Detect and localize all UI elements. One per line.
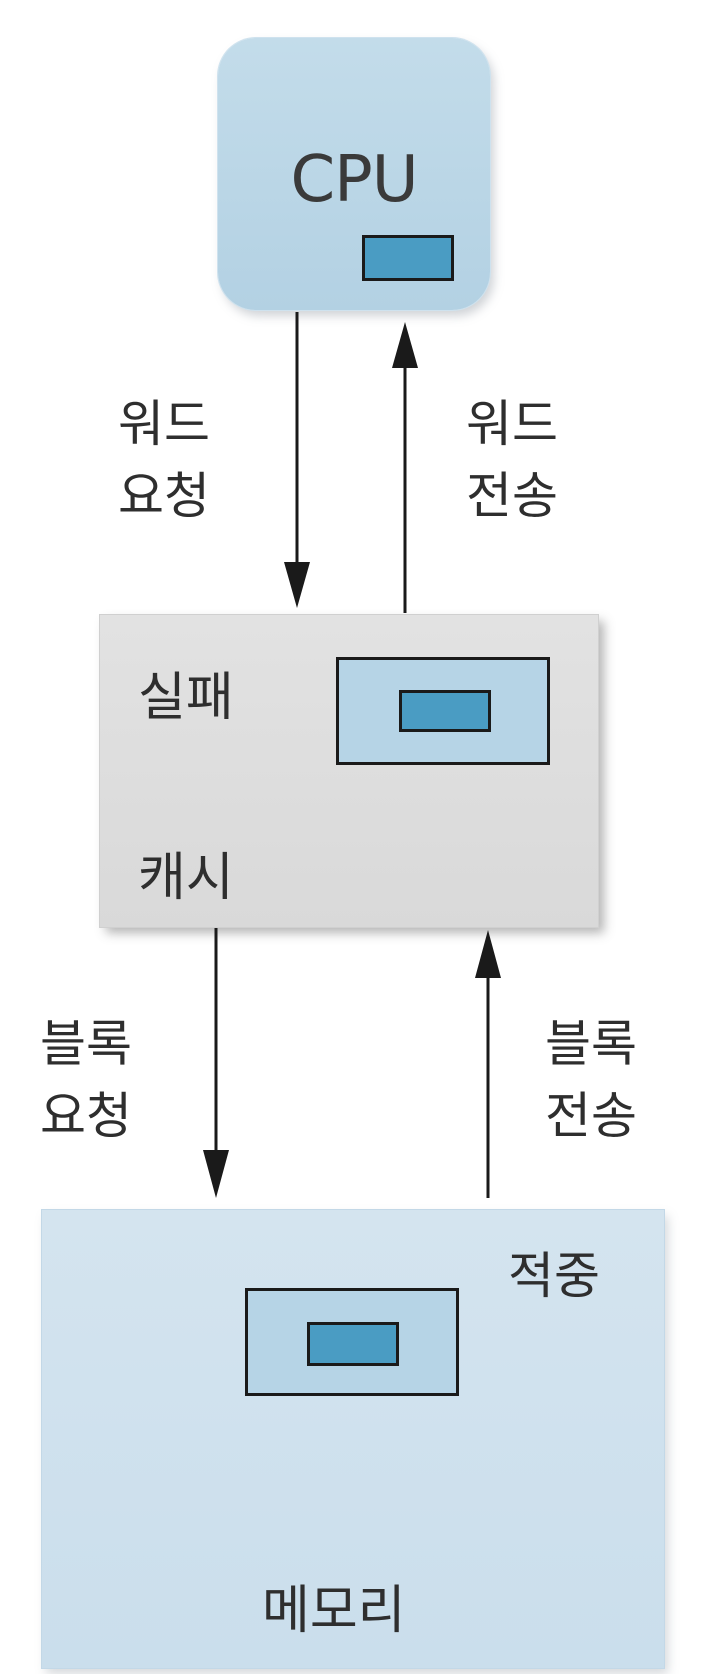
word-request-arrow: [284, 312, 310, 608]
block-transfer-arrow: [475, 930, 501, 1198]
block-transfer-label: 블록 전송: [545, 1008, 637, 1152]
block-request-line1: 블록: [40, 1015, 132, 1073]
block-transfer-line2: 전송: [545, 1087, 637, 1145]
cpu-label: CPU: [290, 143, 418, 217]
word-transfer-line2: 전송: [466, 467, 558, 525]
cpu-box: CPU: [218, 38, 490, 310]
block-request-label: 블록 요청: [40, 1008, 132, 1152]
block-request-line2: 요청: [40, 1087, 132, 1145]
word-request-label: 워드 요청: [118, 388, 210, 532]
word-request-line1: 워드: [118, 395, 210, 453]
word-transfer-label: 워드 전송: [466, 388, 558, 532]
word-transfer-line1: 워드: [466, 395, 558, 453]
cpu-word-cell: [362, 235, 454, 281]
cache-word-cell: [399, 690, 491, 732]
block-request-arrow: [203, 928, 229, 1198]
word-transfer-arrow: [392, 322, 418, 613]
block-transfer-line1: 블록: [545, 1015, 637, 1073]
memory-label: 메모리: [262, 1581, 406, 1641]
cache-miss-label: 실패: [138, 668, 234, 728]
memory-block-cell: [245, 1288, 459, 1396]
cache-label: 캐시: [138, 848, 234, 908]
word-request-line2: 요청: [118, 467, 210, 525]
memory-box: [42, 1210, 664, 1668]
memory-hit-label: 적중: [508, 1247, 600, 1305]
memory-word-cell: [307, 1322, 399, 1366]
